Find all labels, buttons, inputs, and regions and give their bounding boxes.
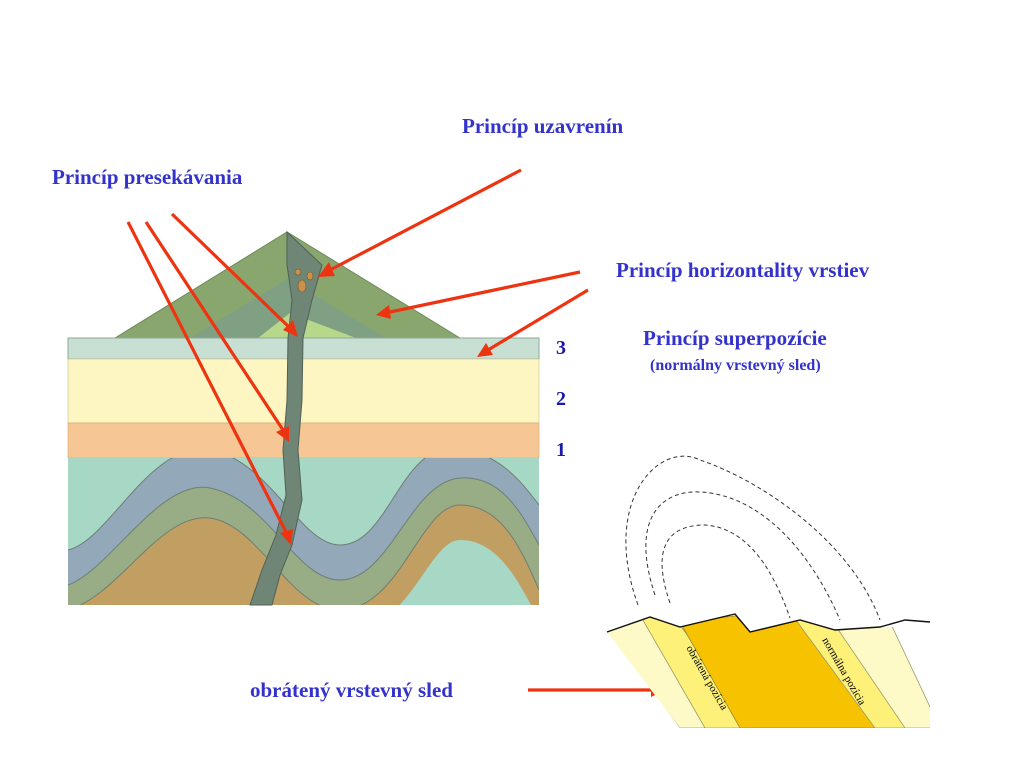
arrow-presekavania-3-head bbox=[280, 529, 293, 545]
layer-2 bbox=[67, 358, 540, 424]
cross-section-block bbox=[67, 230, 540, 606]
label-presekavania: Princíp presekávania bbox=[52, 165, 243, 189]
arrow-superpozicie-head bbox=[477, 343, 493, 357]
label-superpozicie: Princíp superpozície bbox=[643, 326, 827, 350]
fold-middle-layer bbox=[190, 279, 386, 338]
arrow-presekavania-2 bbox=[144, 221, 285, 431]
label-superpozicie-sub: (normálny vrstevný sled) bbox=[650, 357, 821, 374]
overturned-sequence: obrátená pozícia normálna pozícia bbox=[606, 455, 931, 728]
arrow-horizontality bbox=[389, 270, 581, 314]
fold-band-green bbox=[68, 477, 539, 605]
label-obrateny: obrátený vrstevný sled bbox=[250, 678, 453, 702]
eroded-arc-inner bbox=[661, 524, 791, 619]
arrow-presekavania-1 bbox=[170, 212, 292, 330]
intrusive-dike bbox=[249, 230, 323, 606]
arrow-uzavrenin bbox=[329, 168, 522, 272]
layer-number-1: 1 bbox=[556, 439, 566, 461]
inclusions bbox=[294, 268, 314, 293]
arrow-presekavania-1-head bbox=[283, 320, 298, 337]
fold-band-blue bbox=[68, 458, 539, 585]
arrow-superpozicie bbox=[487, 288, 589, 352]
arrow-horizontality-head bbox=[376, 305, 391, 319]
eroded-arc-outer bbox=[625, 455, 881, 621]
arrow-presekavania-2-head bbox=[276, 426, 289, 442]
folded-basement bbox=[68, 458, 539, 605]
label-uzavrenin: Princíp uzavrenín bbox=[462, 114, 624, 138]
layer-number-2: 2 bbox=[556, 388, 566, 410]
fold-band-brown bbox=[80, 505, 539, 605]
label-horizontality: Princíp horizontality vrstiev bbox=[616, 258, 870, 282]
layer-3 bbox=[67, 337, 540, 360]
layer-number-3: 3 bbox=[556, 337, 566, 359]
surface-profile bbox=[606, 613, 931, 633]
arrows bbox=[126, 168, 666, 697]
arrow-uzavrenin-head bbox=[318, 262, 335, 277]
arrow-presekavania-3 bbox=[126, 221, 288, 533]
over-band-core bbox=[679, 614, 881, 728]
eroded-arc-middle bbox=[645, 491, 841, 621]
layer-1 bbox=[67, 422, 540, 459]
